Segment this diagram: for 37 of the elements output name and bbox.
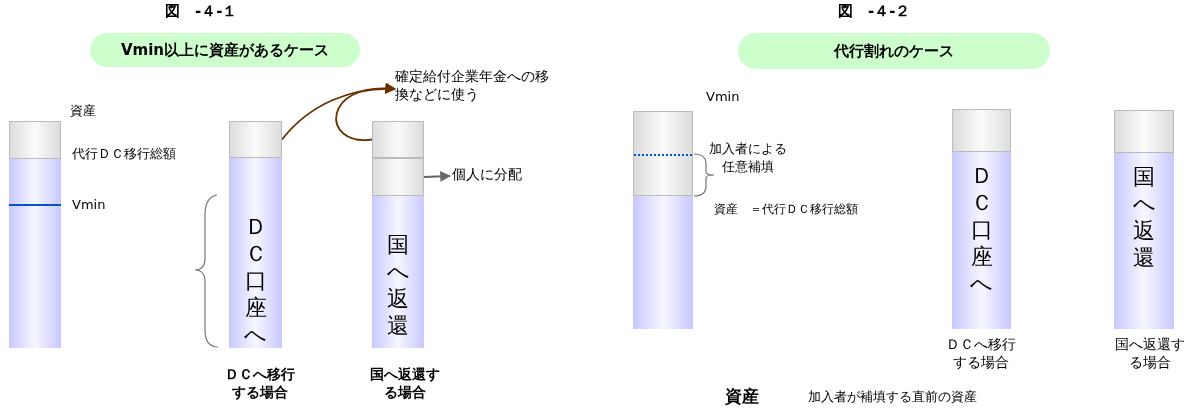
case-title-pill: 代行割れのケース bbox=[738, 33, 1050, 69]
column-caption: ＤＣへ移行する場合 bbox=[224, 366, 296, 402]
column-caption: 国へ返還する場合 bbox=[369, 366, 441, 402]
asset-segment bbox=[372, 121, 424, 158]
side-label: Vmin bbox=[706, 89, 740, 104]
annotation-text: 個人に分配 bbox=[452, 166, 542, 186]
column-text: 国へ返還 bbox=[386, 231, 410, 339]
side-label: 資産 bbox=[70, 102, 96, 120]
asset-segment bbox=[372, 158, 424, 196]
asset-segment bbox=[9, 121, 61, 159]
asset-segment bbox=[952, 109, 1011, 152]
figure-number: 図 -４-１ bbox=[165, 2, 238, 21]
asset-segment bbox=[633, 111, 693, 196]
arrow bbox=[335, 83, 397, 141]
column-text: ＤＣ口座へ bbox=[969, 162, 994, 297]
annotation-text: 確定給付企業年金への移換などに使う bbox=[395, 68, 555, 110]
side-label: Vmin bbox=[72, 197, 106, 212]
asset-segment bbox=[1114, 110, 1174, 153]
annotation-text: 加入者による任意補填 bbox=[708, 140, 788, 176]
asset-column bbox=[1114, 153, 1174, 329]
asset-column bbox=[633, 196, 693, 329]
figure-number: 図 -４-２ bbox=[838, 2, 911, 21]
asset-column bbox=[9, 159, 61, 348]
asset-column bbox=[952, 152, 1011, 329]
case-title-pill: Vmin以上に資産があるケース bbox=[90, 33, 360, 67]
column-caption: 国へ返還する場合 bbox=[1114, 336, 1186, 372]
asset-segment bbox=[229, 121, 282, 158]
side-label: 代行ＤＣ移行総額 bbox=[72, 145, 176, 163]
arrow bbox=[423, 171, 452, 182]
legend-text: 加入者が補填する直前の資産 bbox=[808, 388, 977, 406]
asset-column bbox=[372, 196, 424, 348]
column-text: 国へ返還 bbox=[1132, 163, 1156, 271]
legend-term: 資産 bbox=[725, 385, 759, 408]
column-caption: ＤＣへ移行する場合 bbox=[945, 336, 1017, 372]
equation-text: 資産 ＝代行ＤＣ移行総額 bbox=[714, 201, 858, 218]
asset-column bbox=[229, 158, 282, 348]
column-text: ＤＣ口座へ bbox=[243, 213, 268, 348]
